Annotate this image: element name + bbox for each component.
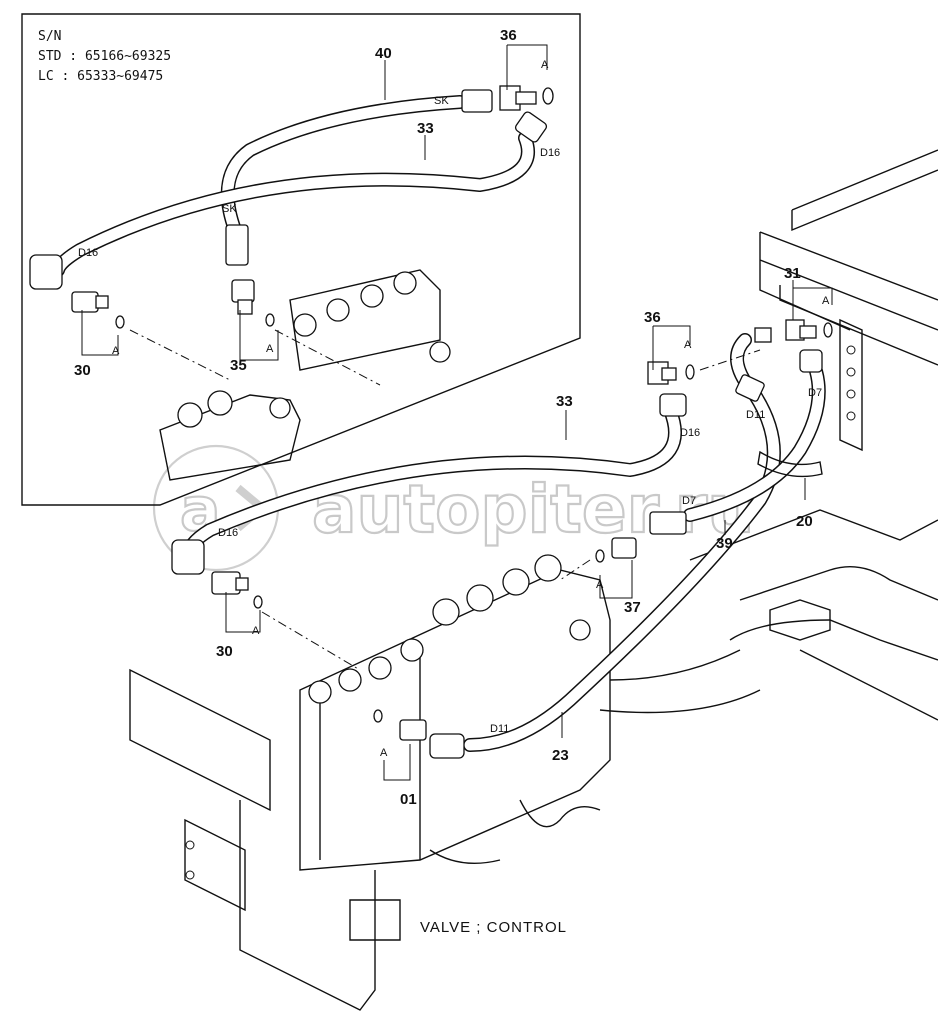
ref-a-31: A: [822, 295, 830, 307]
ref-a-inset-36: A: [541, 59, 549, 71]
label-39: 39: [716, 535, 733, 552]
control-valve-body: [129, 390, 611, 1011]
label-01: 01: [400, 791, 417, 808]
tag-d16-inset-left: D16: [78, 247, 98, 259]
tag-d11-lower: D11: [490, 723, 509, 735]
ref-a-inset-30: A: [112, 345, 120, 357]
part-labels: 31 36 33 20 39 37 30 23 01 D16 D16 D11 D…: [216, 265, 830, 808]
tag-d16-inset-right: D16: [540, 147, 560, 159]
tag-sk-bottom: SK: [222, 203, 237, 215]
ref-a-36: A: [684, 339, 692, 351]
label-36: 36: [644, 309, 661, 326]
label-23: 23: [552, 747, 569, 764]
label-40: 40: [375, 45, 392, 62]
ref-a-inset-35: A: [266, 343, 274, 355]
label-33: 33: [556, 393, 573, 410]
label-30: 30: [216, 643, 233, 660]
ref-a-01: A: [380, 747, 388, 759]
tag-d7-lower: D7: [682, 495, 696, 507]
ref-a-37: A: [596, 579, 604, 591]
tag-d16-left: D16: [218, 527, 238, 539]
tag-d16-right: D16: [680, 427, 700, 439]
tag-d11-upper: D11: [746, 409, 765, 421]
label-36-inset: 36: [500, 27, 517, 44]
tag-d7-upper: D7: [808, 387, 822, 399]
fittings: [171, 319, 833, 759]
serial-title: S/N: [38, 29, 61, 44]
leader-lines: [225, 280, 833, 781]
label-31: 31: [784, 265, 801, 282]
ref-a-30: A: [252, 625, 260, 637]
label-35: 35: [230, 357, 247, 374]
serial-lc: LC : 65333~69475: [38, 69, 163, 84]
label-20: 20: [796, 513, 813, 530]
machine-frame: [599, 149, 938, 721]
diagram-caption: VALVE ; CONTROL: [420, 919, 567, 936]
watermark-text: autopiter.ru: [312, 471, 754, 548]
label-37: 37: [624, 599, 641, 616]
serial-inset: S/N STD : 65166~69325 LC : 65333~69475: [21, 13, 581, 506]
label-33-inset: 33: [417, 120, 434, 137]
tag-sk-top: SK: [434, 95, 449, 107]
label-30-inset: 30: [74, 362, 91, 379]
serial-std: STD : 65166~69325: [38, 49, 171, 64]
